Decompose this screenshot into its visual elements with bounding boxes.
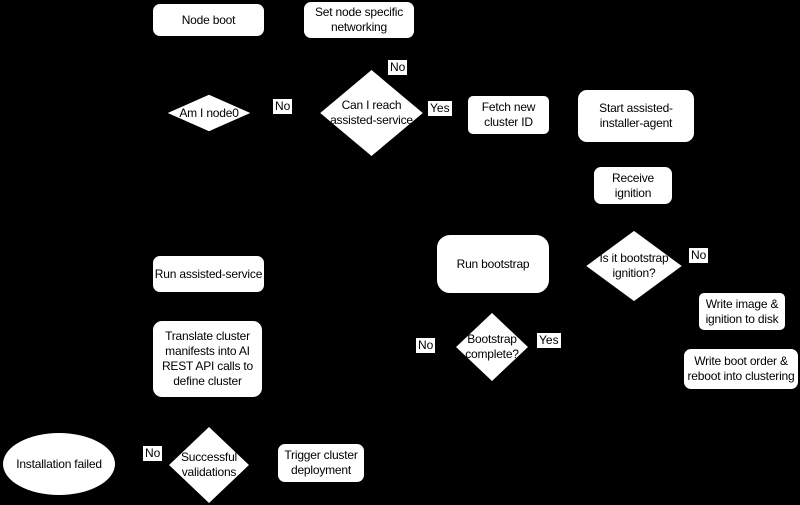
node-label: Trigger cluster deployment (284, 448, 358, 477)
edge-label-yes: Yes (428, 101, 452, 116)
node-run-assisted-service: Run assisted-service (152, 255, 265, 293)
diamond-shape (318, 68, 425, 158)
node-label: Set node specific networking (315, 5, 403, 34)
node-run-bootstrap: Run bootstrap (436, 234, 550, 294)
node-trigger-cluster-deployment: Trigger cluster deployment (277, 443, 365, 483)
node-am-i-node0: Am I node0 (165, 93, 253, 133)
edge-label-no: No (416, 338, 436, 353)
node-set-node-networking: Set node specific networking (303, 1, 415, 39)
node-label: Successful validations (180, 450, 238, 479)
diamond-shape (165, 93, 253, 133)
edge-label-yes: Yes (537, 333, 561, 348)
node-can-i-reach-assisted-service: Can I reach assisted-service (318, 68, 425, 158)
node-label: Write boot order & reboot into clusterin… (687, 354, 795, 383)
node-label: Installation failed (16, 456, 102, 471)
node-installation-failed: Installation failed (2, 432, 116, 496)
node-start-assisted-installer-agent: Start assisted- installer-agent (577, 89, 695, 143)
node-bootstrap-complete: Bootstrap complete? (454, 311, 530, 383)
edge-label-no: No (388, 60, 408, 75)
node-label: Node boot (181, 12, 236, 27)
node-is-it-bootstrap-ignition: Is it bootstrap ignition? (584, 229, 684, 303)
edge-label-no: No (689, 248, 709, 263)
edge-label-no: No (273, 99, 293, 114)
diamond-shape (454, 311, 530, 383)
node-receive-ignition: Receive ignition (593, 166, 673, 205)
node-fetch-new-cluster-id: Fetch new cluster ID (467, 95, 550, 135)
node-successful-validations: Successful validations (167, 425, 251, 505)
diamond-shape (584, 229, 684, 303)
node-node-boot: Node boot (152, 3, 265, 37)
node-label: Write image & ignition to disk (705, 296, 779, 326)
node-label: Is it bootstrap ignition? (599, 251, 669, 280)
node-write-boot-order-reboot: Write boot order & reboot into clusterin… (683, 348, 799, 390)
node-label: Fetch new cluster ID (481, 100, 536, 129)
node-translate-cluster-manifests: Translate cluster manifests into AI REST… (152, 320, 263, 398)
node-label: Run bootstrap (456, 256, 530, 271)
node-label: Translate cluster manifests into AI REST… (161, 329, 254, 388)
node-write-image-ignition-to-disk: Write image & ignition to disk (698, 292, 786, 331)
node-label: Am I node0 (179, 105, 239, 120)
edge-label-no: No (143, 446, 163, 461)
node-label: Bootstrap complete? (465, 332, 519, 361)
node-label: Can I reach assisted-service (330, 98, 413, 127)
node-label: Start assisted- installer-agent (599, 101, 673, 130)
node-label: Run assisted-service (154, 266, 263, 281)
node-label: Receive ignition (612, 170, 654, 200)
